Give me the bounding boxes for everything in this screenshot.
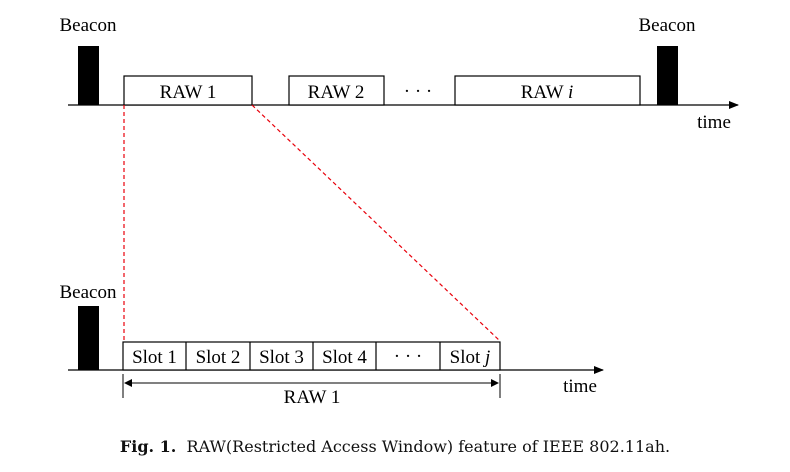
raw-diagram: Beacon Beacon RAW 1 RAW 2 · · · RAW i ti…	[60, 15, 739, 408]
bottom-beacon-label: Beacon	[60, 282, 117, 303]
raw-1-label: RAW 1	[160, 82, 217, 103]
raw1-span-label: RAW 1	[284, 387, 341, 408]
zoom-line-right	[251, 104, 501, 342]
raw-2-label: RAW 2	[308, 82, 365, 103]
slot-1-label: Slot 1	[132, 347, 177, 368]
top-time-label: time	[697, 112, 731, 133]
bottom-time-label: time	[563, 376, 597, 397]
top-ellipsis: · · ·	[404, 81, 432, 102]
raw-1-box	[123, 75, 253, 106]
slots-container	[122, 341, 501, 371]
figure-caption: Fig. 1. RAW(Restricted Access Window) fe…	[0, 437, 790, 456]
top-beacon-right-bar	[657, 46, 678, 105]
caption-text: RAW(Restricted Access Window) feature of…	[186, 437, 671, 456]
slot-2-label: Slot 2	[196, 347, 241, 368]
top-beacon-right-label: Beacon	[639, 15, 696, 36]
raw-i-box	[454, 75, 641, 106]
raw-2-box	[288, 75, 385, 106]
top-beacon-left-label: Beacon	[60, 15, 117, 36]
bottom-beacon-bar	[78, 306, 99, 370]
top-beacon-left-bar	[78, 46, 99, 105]
slot-3-label: Slot 3	[259, 347, 304, 368]
slot-ellipsis: · · ·	[394, 346, 422, 367]
slot-4-label: Slot 4	[322, 347, 367, 368]
caption-prefix: Fig. 1.	[119, 437, 177, 456]
slot-j-label: Slot j	[450, 347, 491, 368]
raw-i-label: RAW i	[521, 82, 574, 103]
